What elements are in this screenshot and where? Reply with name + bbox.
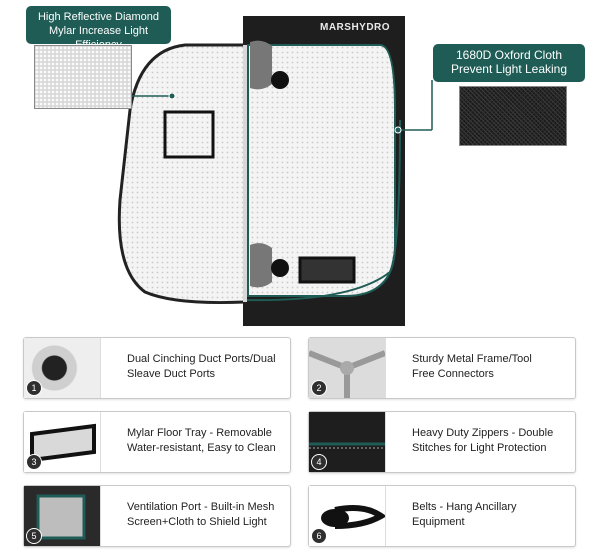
feature-text: Sturdy Metal Frame/Tool Free Connectors: [412, 352, 572, 382]
mylar-callout-line-1: High Reflective Diamond: [37, 11, 160, 23]
feature-line: Free Connectors: [412, 368, 494, 380]
belts-thumbnail: [309, 486, 386, 546]
feature-number-badge: 3: [26, 454, 42, 470]
ventilation-icon: [36, 494, 86, 540]
feature-line: Belts - Hang Ancillary: [412, 501, 517, 513]
feature-line: Equipment: [412, 516, 465, 528]
feature-card-floor-tray: 3 Mylar Floor Tray - Removable Water-res…: [23, 411, 291, 473]
duct-port-bottom: [250, 243, 289, 288]
feature-text: Heavy Duty Zippers - Double Stitches for…: [412, 426, 572, 456]
feature-line: Sleave Duct Ports: [127, 368, 216, 380]
inner-vent: [298, 256, 356, 284]
mylar-callout: High Reflective Diamond Mylar Increase L…: [26, 6, 171, 51]
duct-port-top: [250, 40, 289, 90]
vent-window: [163, 110, 215, 159]
feature-line: Water-resistant, Easy to Clean: [127, 442, 276, 454]
oxford-callout-line-1: 1680D Oxford Cloth: [455, 48, 563, 62]
feature-text: Dual Cinching Duct Ports/Dual Sleave Duc…: [127, 352, 287, 382]
feature-line: Sturdy Metal Frame/Tool: [412, 353, 532, 365]
zipper-line: [245, 119, 401, 302]
belt-icon: [321, 505, 385, 529]
oxford-swatch: [459, 86, 567, 146]
feature-line: Screen+Cloth to Shield Light: [127, 516, 267, 528]
mylar-swatch: [34, 45, 132, 109]
feature-number-badge: 6: [311, 528, 327, 544]
feature-line: Dual Cinching Duct Ports/Dual: [127, 353, 276, 365]
feature-text: Belts - Hang Ancillary Equipment: [412, 500, 572, 530]
frame-connector-icon: [309, 350, 385, 398]
feature-line: Mylar Floor Tray - Removable: [127, 427, 272, 439]
feature-text: Ventilation Port - Built-in Mesh Screen+…: [127, 500, 287, 530]
feature-card-duct-ports: 1 Dual Cinching Duct Ports/Dual Sleave D…: [23, 337, 291, 399]
feature-number-badge: 5: [26, 528, 42, 544]
feature-card-metal-frame: 2 Sturdy Metal Frame/Tool Free Connector…: [308, 337, 576, 399]
zipper-icon: [309, 442, 385, 449]
oxford-callout: 1680D Oxford Cloth Prevent Light Leaking: [433, 44, 585, 82]
feature-line: Heavy Duty Zippers - Double: [412, 427, 554, 439]
feature-number-badge: 4: [311, 454, 327, 470]
oxford-callout-line-2: Prevent Light Leaking: [450, 62, 568, 76]
feature-card-zippers: 4 Heavy Duty Zippers - Double Stitches f…: [308, 411, 576, 473]
door-flap: [117, 43, 247, 305]
feature-card-belts: 6 Belts - Hang Ancillary Equipment: [308, 485, 576, 547]
feature-card-ventilation: 5 Ventilation Port - Built-in Mesh Scree…: [23, 485, 291, 547]
brand-logo: MARSHYDRO: [320, 22, 391, 33]
grow-tent-illustration: [117, 16, 433, 326]
feature-text: Mylar Floor Tray - Removable Water-resis…: [127, 426, 287, 456]
floor-tray-icon: [30, 423, 96, 463]
feature-line: Stitches for Light Protection: [412, 442, 547, 454]
feature-number-badge: 1: [26, 380, 42, 396]
feature-line: Ventilation Port - Built-in Mesh: [127, 501, 275, 513]
feature-number-badge: 2: [311, 380, 327, 396]
